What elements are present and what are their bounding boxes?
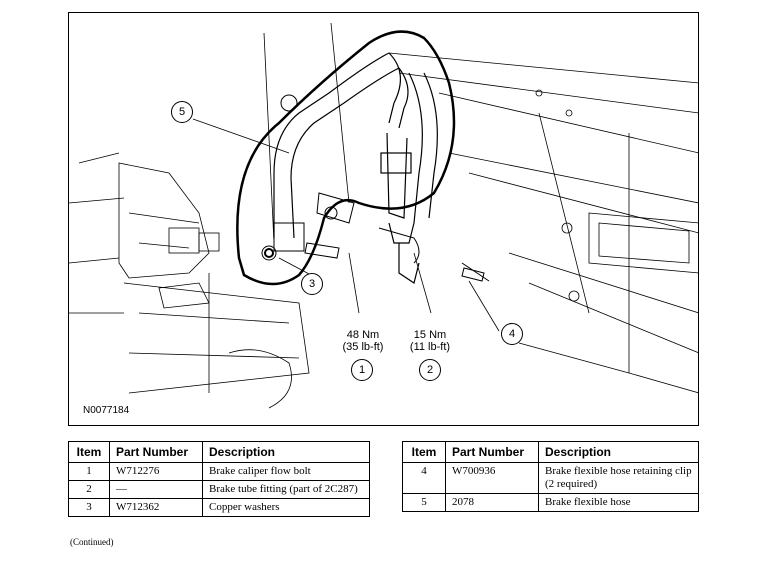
row-desc: Brake tube fitting (part of 2C287) (202, 480, 370, 499)
fittings (261, 94, 490, 282)
row-part: W712362 (109, 498, 203, 517)
row-item: 5 (402, 493, 446, 512)
parts-table-left: Item Part Number Description 1 W712276 B… (68, 441, 370, 517)
header-part-number: Part Number (109, 441, 203, 463)
torque-label-2: 15 Nm (11 lb-ft) (403, 329, 457, 353)
callout-1: 1 (351, 359, 373, 381)
row-desc: Brake flexible hose retaining clip (2 re… (538, 462, 699, 494)
header-item: Item (402, 441, 446, 463)
frame-linework (263, 22, 698, 394)
table-row: 5 2078 Brake flexible hose (402, 493, 699, 512)
table-header-row: Item Part Number Description (68, 441, 370, 463)
continued-note: (Continued) (70, 537, 114, 547)
leader-lines (192, 118, 500, 332)
figure-code: N0077184 (83, 405, 130, 416)
header-description: Description (538, 441, 699, 463)
torque-lbft-2: (11 lb-ft) (409, 341, 451, 353)
table-row: 1 W712276 Brake caliper flow bolt (68, 462, 370, 481)
line-drawing (69, 22, 698, 409)
table-row: 2 — Brake tube fitting (part of 2C287) (68, 480, 370, 499)
parts-table-right: Item Part Number Description 4 W700936 B… (402, 441, 699, 512)
row-desc: Brake caliper flow bolt (202, 462, 370, 481)
torque-label-1: 48 Nm (35 lb-ft) (336, 329, 390, 353)
hose-highlight-outline (236, 30, 456, 286)
callout-5: 5 (171, 101, 193, 123)
caliper-linework (69, 152, 310, 409)
row-item: 4 (402, 462, 446, 494)
header-description: Description (202, 441, 370, 463)
row-part: 2078 (445, 493, 539, 512)
brake-hose-illustration: 5 3 4 1 2 48 Nm (35 lb-ft) 15 Nm (11 lb-… (68, 12, 699, 426)
row-part: — (109, 480, 203, 499)
header-part-number: Part Number (445, 441, 539, 463)
row-part: W712276 (109, 462, 203, 481)
row-desc: Copper washers (202, 498, 370, 517)
row-item: 1 (68, 462, 110, 481)
row-part: W700936 (445, 462, 539, 494)
torque-lbft-1: (35 lb-ft) (342, 341, 384, 353)
table-row: 3 W712362 Copper washers (68, 498, 370, 517)
table-header-row: Item Part Number Description (402, 441, 699, 463)
flexible-hose (273, 52, 438, 284)
torque-nm-2: 15 Nm (413, 329, 447, 341)
callout-3: 3 (301, 273, 323, 295)
callout-2: 2 (419, 359, 441, 381)
row-item: 2 (68, 480, 110, 499)
callout-4: 4 (501, 323, 523, 345)
row-item: 3 (68, 498, 110, 517)
header-item: Item (68, 441, 110, 463)
row-desc: Brake flexible hose (538, 493, 699, 512)
table-row: 4 W700936 Brake flexible hose retaining … (402, 462, 699, 494)
torque-nm-1: 48 Nm (346, 329, 380, 341)
